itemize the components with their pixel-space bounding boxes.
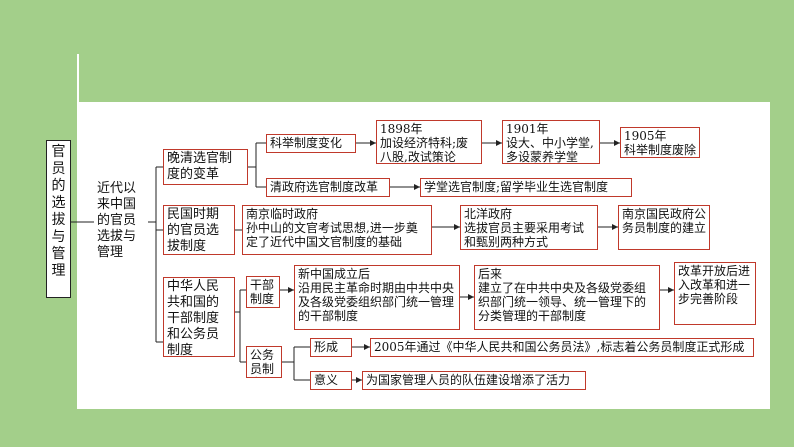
node-vitality: 为国家管理人员的队伍建设增添了活力 xyxy=(362,371,586,390)
node-1898: 1898年 加设经济特科;废八股,改试策论 xyxy=(376,120,482,164)
node-prc: 中华人民共和国的干部制度和公务员制度 xyxy=(163,277,235,357)
arrowhead-nanjing-beiyang xyxy=(454,224,460,230)
node-meaning: 意义 xyxy=(310,371,352,390)
node-reform: 改革开放后进入改革和进一步完善阶段 xyxy=(674,262,756,325)
node-beiyang: 北洋政府 选拔官员主要采用考试和甄别两种方式 xyxy=(460,205,598,250)
arrowhead-formation-law xyxy=(364,344,370,350)
node-new-china: 新中国成立后 沿用民主革命时期由中共中央及各级党委组织部门统一管理的干部制度 xyxy=(294,265,460,330)
arrowhead-keju-1898 xyxy=(370,140,376,146)
node-late-qing: 晚清选官制度的变革 xyxy=(163,149,248,185)
node-law-2005: 2005年通过《中华人民共和国公务员法》,标志着公务员制度正式形成 xyxy=(370,338,754,357)
arrowhead-later-reform xyxy=(668,287,674,293)
arrowhead-newchina-later xyxy=(468,294,474,300)
node-cadre-system: 干部制度 xyxy=(246,276,280,308)
node-roc: 民国时期的官员选拔制度 xyxy=(163,205,235,255)
node-qing-gov: 清政府选官制度改革 xyxy=(266,178,390,197)
arrowhead-meaning-vitality xyxy=(356,377,362,383)
node-formation: 形成 xyxy=(310,338,352,357)
node-1901: 1901年 设大、中小学堂,多设蒙养学堂 xyxy=(502,120,600,164)
arrowhead-1901-1905 xyxy=(614,140,620,146)
node-school-selection: 学堂选官制度;留学毕业生选官制度 xyxy=(420,178,632,197)
arrowhead-beiyang-national xyxy=(612,224,618,230)
root-node: 官员的选拔与管理 xyxy=(46,140,71,298)
arrowhead-cadre-newchina xyxy=(288,287,294,293)
node-nanjing-national: 南京国民政府公务员制度的建立 xyxy=(618,205,710,250)
arrowhead-1898-1901 xyxy=(496,140,502,146)
left-guide-line xyxy=(77,54,79,397)
node-nanjing-provisional: 南京临时政府 孙中山的文官考试思想,进一步奠定了近代中国文官制度的基础 xyxy=(242,205,432,255)
node-civil-servant: 公务员制度 xyxy=(246,346,282,378)
node-later: 后来 建立了在中共中央及各级党委组织部门统一领导、统一管理下的分类管理的干部制度 xyxy=(474,265,660,330)
node-1905: 1905年 科举制度废除 xyxy=(620,127,700,158)
node-keju-change: 科举制度变化 xyxy=(266,134,356,153)
branch-node: 近代以来中国的官员选拔与管理 xyxy=(97,181,137,260)
arrowhead-qing-school xyxy=(414,184,420,190)
